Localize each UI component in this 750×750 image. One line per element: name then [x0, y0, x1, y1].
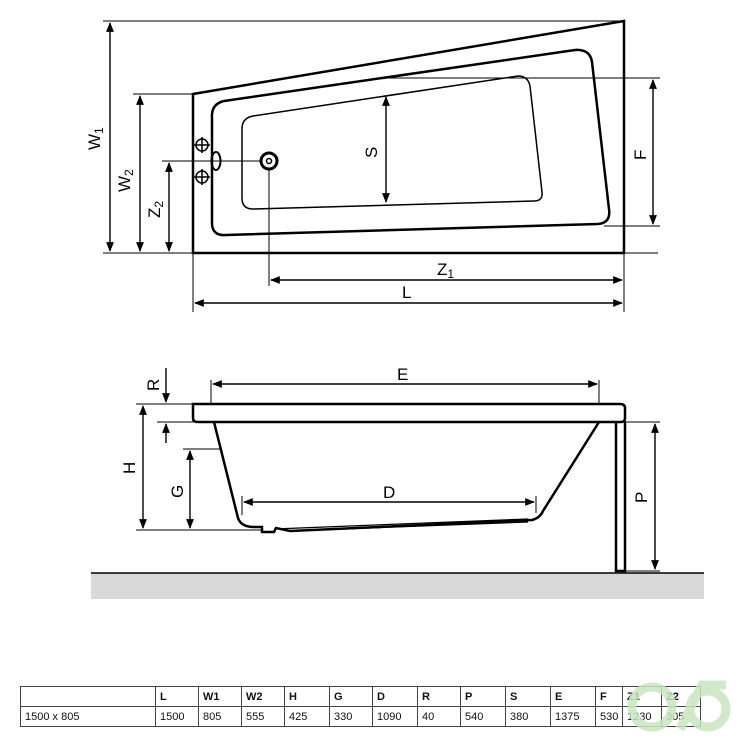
- table-cell: 40: [417, 706, 461, 727]
- label-d: D: [383, 483, 395, 502]
- drain-icon: [259, 151, 279, 171]
- table-cell: 1090: [372, 706, 418, 727]
- top-view-labels: W1 W2 Z2 S F Z1 L: [85, 127, 650, 302]
- label-f: F: [631, 150, 650, 160]
- table-header-cell: S: [505, 686, 551, 707]
- floor: [91, 573, 704, 599]
- dimensions-table: L W1 W2 H G D R P S E F Z1 Z2 1500 x 805…: [20, 686, 701, 727]
- tub-floor-top: [241, 75, 543, 210]
- tub-panel-side: [614, 422, 627, 573]
- table-cell: 425: [284, 706, 330, 727]
- table-cell: 1500 x 805: [20, 706, 156, 727]
- table-cell: 1500: [155, 706, 199, 727]
- table-header-cell: W1: [198, 686, 242, 707]
- table-row: 1500 x 805 1500 805 555 425 330 1090 40 …: [20, 706, 701, 727]
- table-header-cell: L: [155, 686, 199, 707]
- label-r: R: [144, 379, 163, 391]
- tap-hole-icon: [194, 169, 210, 185]
- table-cell: 380: [505, 706, 551, 727]
- tub-body-side: [212, 421, 601, 534]
- table-cell: 330: [329, 706, 373, 727]
- table-cell: 540: [460, 706, 506, 727]
- label-s: S: [362, 147, 381, 158]
- table-header-cell: F: [595, 686, 623, 707]
- top-view: [103, 19, 660, 312]
- table-header-cell: E: [550, 686, 596, 707]
- table-header-cell: W2: [241, 686, 285, 707]
- label-p: P: [632, 492, 651, 503]
- tub-rim-side: [191, 402, 627, 424]
- label-w2: W2: [115, 169, 136, 192]
- table-cell: 1375: [550, 706, 596, 727]
- watermark-logo-icon: [627, 680, 731, 732]
- label-h: H: [120, 462, 139, 474]
- table-header-cell: D: [372, 686, 418, 707]
- table-header-cell: H: [284, 686, 330, 707]
- side-view-labels: R E H G D P: [120, 365, 651, 503]
- table-header-cell: [20, 686, 156, 707]
- label-z1: Z1: [437, 260, 454, 281]
- label-l: L: [402, 283, 411, 302]
- tub-outline-top: [191, 19, 626, 255]
- label-g: G: [168, 485, 187, 498]
- label-e: E: [397, 365, 408, 384]
- label-w1: W1: [85, 127, 106, 150]
- table-cell: 530: [595, 706, 623, 727]
- side-view: [91, 368, 704, 599]
- tap-hole-icon: [194, 137, 210, 153]
- table-cell: 805: [198, 706, 242, 727]
- table-header-row: L W1 W2 H G D R P S E F Z1 Z2: [20, 686, 701, 707]
- table-header-cell: R: [417, 686, 461, 707]
- tub-basin-top: [210, 48, 611, 237]
- table-cell: 555: [241, 706, 285, 727]
- label-z2: Z2: [145, 201, 166, 218]
- table-header-cell: G: [329, 686, 373, 707]
- table-header-cell: P: [460, 686, 506, 707]
